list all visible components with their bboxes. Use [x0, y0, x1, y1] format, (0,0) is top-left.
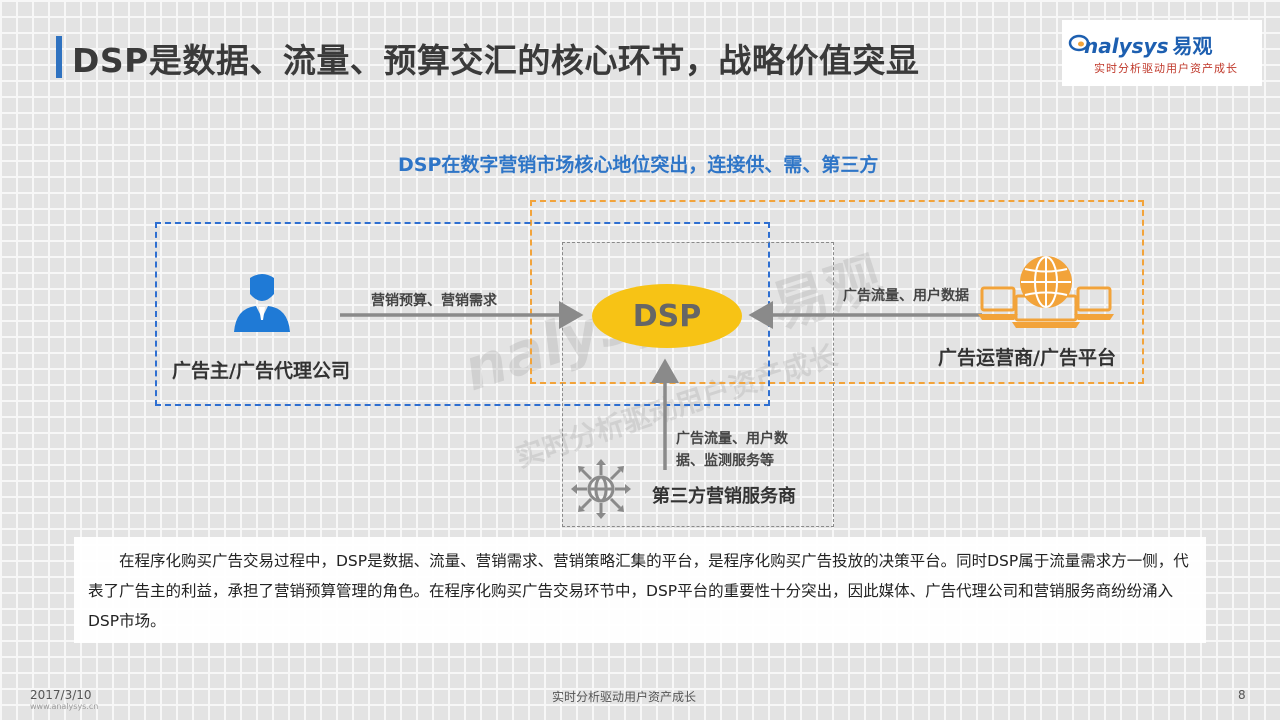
advertiser-label: 广告主/广告代理公司	[172, 360, 350, 382]
footer-url: www.analysys.cn	[30, 702, 99, 711]
description-text: 在程序化购买广告交易过程中，DSP是数据、流量、营销需求、营销策略汇集的平台，是…	[88, 552, 1189, 630]
globe-laptops-icon	[978, 256, 1114, 328]
footer-date: 2017/3/10	[30, 688, 92, 702]
diagram-subtitle: DSP在数字营销市场核心地位突出，连接供、需、第三方	[398, 154, 879, 176]
arrow-budget-label: 营销预算、营销需求	[371, 293, 497, 309]
footer-slogan: 实时分析驱动用户资产成长	[552, 690, 697, 704]
operator-label: 广告运营商/广告平台	[938, 347, 1116, 369]
description-panel: 在程序化购买广告交易过程中，DSP是数据、流量、营销需求、营销策略汇集的平台，是…	[74, 537, 1206, 643]
page-title: DSP是数据、流量、预算交汇的核心环节，战略价值突显	[72, 41, 920, 80]
supply-side-box	[530, 200, 1144, 384]
third-party-box	[562, 242, 834, 527]
logo-slogan: 实时分析驱动用户资产成长	[1094, 62, 1238, 75]
dsp-label: DSP	[632, 298, 702, 334]
page-number: 8	[1238, 688, 1246, 702]
arrow-third-label-line1: 广告流量、用户数	[676, 431, 788, 447]
person-icon	[234, 274, 290, 332]
third-party-label: 第三方营销服务商	[652, 486, 796, 507]
network-globe-icon	[571, 459, 631, 519]
title-accent-bar	[56, 36, 62, 78]
logo-swirl-icon	[1068, 34, 1090, 52]
logo-brand-en: nalysys	[1084, 34, 1169, 58]
dsp-node: DSP	[592, 284, 742, 348]
logo-brand-cn: 易观	[1172, 34, 1213, 58]
arrow-third-label-line2: 据、监测服务等	[676, 453, 774, 469]
arrow-traffic-label: 广告流量、用户数据	[843, 288, 969, 304]
